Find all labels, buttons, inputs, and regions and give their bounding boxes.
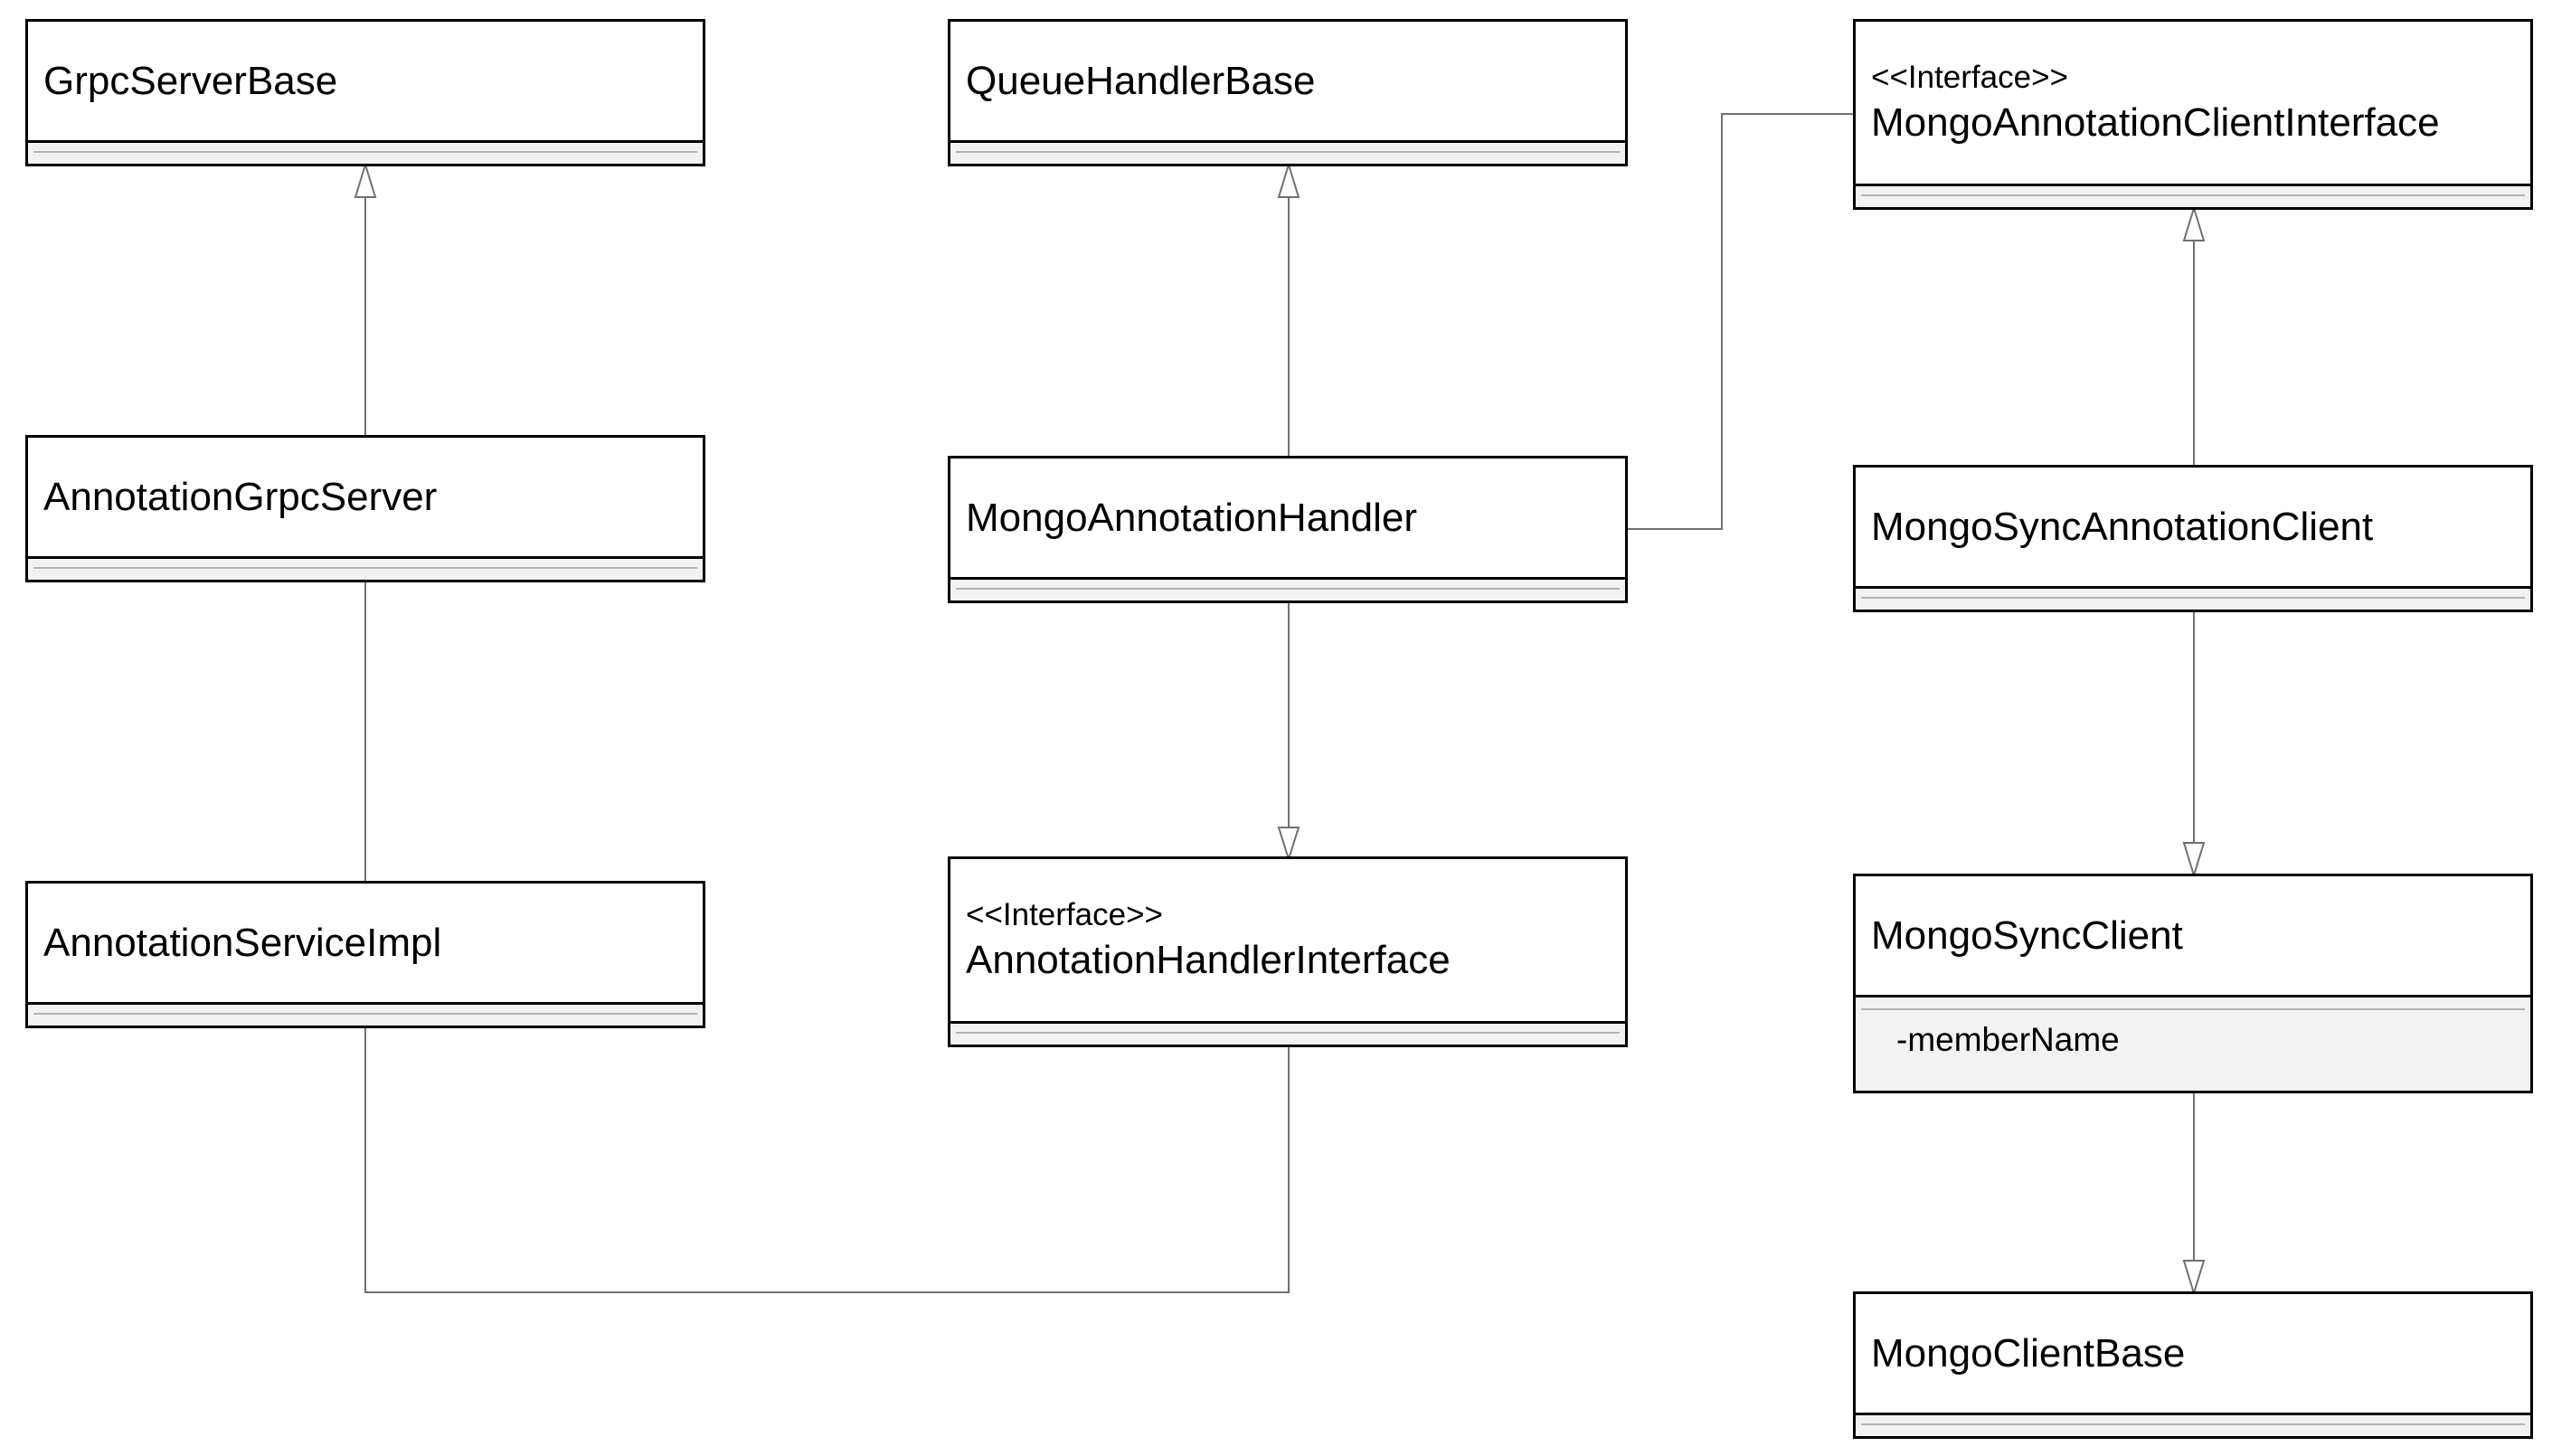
generalization-mongosyncannotationclient-to-mongoannotationclientinterface[interactable] (2182, 204, 2206, 467)
class-box-mongosyncannotationclient[interactable]: MongoSyncAnnotationClient (1853, 465, 2533, 612)
generalization-mongoannotationhandler-to-annotationhandlerinterface[interactable] (1277, 602, 1300, 863)
generalization-mongosyncannotationclient-to-mongosyncclient[interactable] (2182, 610, 2206, 879)
class-box-annotationserviceimpl[interactable]: AnnotationServiceImpl (25, 881, 705, 1028)
class-name-compartment: <<Interface>> AnnotationHandlerInterface (950, 859, 1625, 1024)
class-box-mongosyncclient[interactable]: MongoSyncClient -memberName (1853, 874, 2533, 1093)
class-box-grpcserverbase[interactable]: GrpcServerBase (25, 19, 705, 166)
attribute-compartment: -memberName (1856, 997, 2530, 1091)
class-name: MongoSyncAnnotationClient (1871, 504, 2374, 549)
class-name-compartment: MongoSyncAnnotationClient (1856, 468, 2530, 589)
association-annotationserviceimpl-to-annotationhandlerinterface[interactable] (364, 1026, 1290, 1293)
class-box-mongoclientbase[interactable]: MongoClientBase (1853, 1291, 2533, 1439)
class-name: AnnotationServiceImpl (43, 920, 442, 965)
class-name: AnnotationGrpcServer (43, 474, 438, 519)
empty-compartment (950, 143, 1625, 164)
class-name-compartment: AnnotationServiceImpl (28, 884, 703, 1005)
generalization-mongoannotationhandler-to-queuehandlerbase[interactable] (1277, 161, 1300, 458)
attribute-membername: -memberName (1896, 1021, 2120, 1058)
empty-compartment (28, 559, 703, 580)
class-name-compartment: AnnotationGrpcServer (28, 438, 703, 559)
class-name: MongoAnnotationHandler (966, 495, 1418, 540)
empty-compartment (1856, 1415, 2530, 1436)
class-box-queuehandlerbase[interactable]: QueueHandlerBase (948, 19, 1628, 166)
class-name-compartment: MongoSyncClient (1856, 876, 2530, 997)
empty-compartment (950, 1024, 1625, 1045)
class-box-mongoannotationhandler[interactable]: MongoAnnotationHandler (948, 456, 1628, 603)
class-name-compartment: GrpcServerBase (28, 22, 703, 143)
empty-compartment (1856, 589, 2530, 610)
class-name-compartment: QueueHandlerBase (950, 22, 1625, 143)
class-name: GrpcServerBase (43, 58, 338, 103)
empty-compartment (28, 1005, 703, 1026)
class-name: MongoSyncClient (1871, 912, 2183, 958)
association-mongoannotationhandler-to-mongoannotationclientinterface[interactable] (1628, 113, 1855, 530)
class-name: QueueHandlerBase (966, 58, 1316, 103)
class-name-compartment: MongoClientBase (1856, 1294, 2530, 1415)
class-box-annotationhandlerinterface[interactable]: <<Interface>> AnnotationHandlerInterface (948, 856, 1628, 1047)
class-box-annotationgrpcserver[interactable]: AnnotationGrpcServer (25, 435, 705, 582)
empty-compartment (1856, 186, 2530, 207)
class-name: AnnotationHandlerInterface (966, 937, 1451, 982)
interface-stereotype: <<Interface>> (966, 896, 1163, 932)
generalization-annotationgrpcserver-to-grpcserverbase[interactable] (354, 161, 377, 437)
class-name: MongoClientBase (1871, 1330, 2186, 1376)
class-box-mongoannotationclientinterface[interactable]: <<Interface>> MongoAnnotationClientInter… (1853, 19, 2533, 210)
class-name: MongoAnnotationClientInterface (1871, 99, 2440, 145)
interface-stereotype: <<Interface>> (1871, 59, 2068, 95)
empty-compartment (950, 580, 1625, 600)
empty-compartment (28, 143, 703, 164)
class-name-compartment: <<Interface>> MongoAnnotationClientInter… (1856, 22, 2530, 186)
class-name-compartment: MongoAnnotationHandler (950, 459, 1625, 580)
generalization-mongosyncclient-to-mongoclientbase[interactable] (2182, 1087, 2206, 1297)
